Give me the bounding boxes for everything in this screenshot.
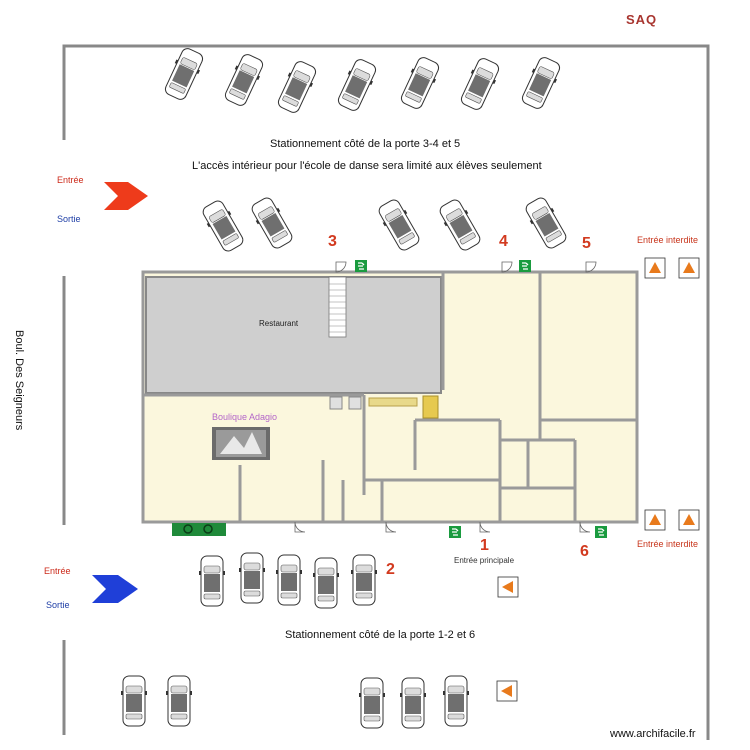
building: [141, 270, 639, 536]
entry-label-bottom: Entrée: [44, 566, 71, 576]
no-entry-label-bottom: Entrée interdite: [637, 539, 699, 549]
parked-car: [397, 54, 443, 112]
parked-car: [161, 45, 207, 103]
no-entry-warning-icon: [678, 509, 700, 531]
parked-car: [312, 557, 340, 609]
parked-car: [165, 675, 193, 727]
door-number-5: 5: [582, 235, 591, 252]
parking-bottom-note: Stationnement côté de la porte 1-2 et 6: [285, 629, 476, 641]
street-name: Boul. Des Seigneurs: [13, 330, 25, 431]
saq-label: SAQ: [626, 12, 658, 27]
door-swings: [294, 261, 597, 533]
parked-car: [221, 51, 267, 109]
exit-arrow-bottom: [92, 575, 138, 603]
parked-car: [247, 194, 297, 252]
parking-top-note: Stationnement côté de la porte 3-4 et 5: [270, 138, 461, 150]
no-entry-warning-icon: [678, 257, 700, 279]
exit-sign-icon: [518, 259, 532, 273]
parked-car: [435, 196, 485, 254]
door-number-3: 3: [328, 233, 337, 250]
parked-car: [120, 675, 148, 727]
parked-car: [198, 197, 248, 255]
parked-car: [334, 56, 380, 114]
no-entry-label-top: Entrée interdite: [637, 235, 699, 245]
exit-sign-icon: [448, 525, 462, 539]
exit-label-top: Sortie: [57, 214, 81, 224]
door-number-4: 4: [499, 233, 508, 250]
door-number-1: 1: [480, 537, 489, 554]
exit-sign-icon: [354, 259, 368, 273]
parked-car: [275, 554, 303, 606]
exit-sign-icon: [594, 525, 608, 539]
no-entry-warning-icon: [644, 257, 666, 279]
bike-rack: [172, 523, 226, 536]
entry-arrow-top: [104, 182, 148, 210]
entry-label-top: Entrée: [57, 175, 84, 185]
main-entrance-label: Entrée principale: [454, 556, 515, 565]
stairs: [328, 276, 347, 338]
parked-car: [399, 677, 427, 729]
parked-car: [350, 554, 378, 606]
door-number-6: 6: [580, 543, 589, 560]
direction-left-icon: [496, 680, 518, 702]
site-boundary: [62, 44, 710, 740]
parked-car: [374, 196, 424, 254]
exit-label-bottom: Sortie: [46, 600, 70, 610]
parked-car: [521, 194, 571, 252]
parked-car: [358, 677, 386, 729]
direction-left-icon: [497, 576, 519, 598]
no-entry-warning-icon: [644, 509, 666, 531]
parked-car: [518, 54, 564, 112]
restaurant-room: [145, 276, 442, 394]
credit-link[interactable]: www.archifacile.fr: [610, 728, 696, 740]
boutique-label: Boulique Adagio: [212, 412, 278, 422]
parked-car: [274, 58, 320, 116]
access-notice: L'accès intérieur pour l'école de danse …: [192, 160, 542, 172]
parked-car: [457, 55, 503, 113]
parked-car: [198, 555, 226, 607]
restaurant-label: Restaurant: [259, 319, 299, 328]
parked-car: [238, 552, 266, 604]
parked-car: [442, 675, 470, 727]
door-number-2: 2: [386, 561, 395, 578]
